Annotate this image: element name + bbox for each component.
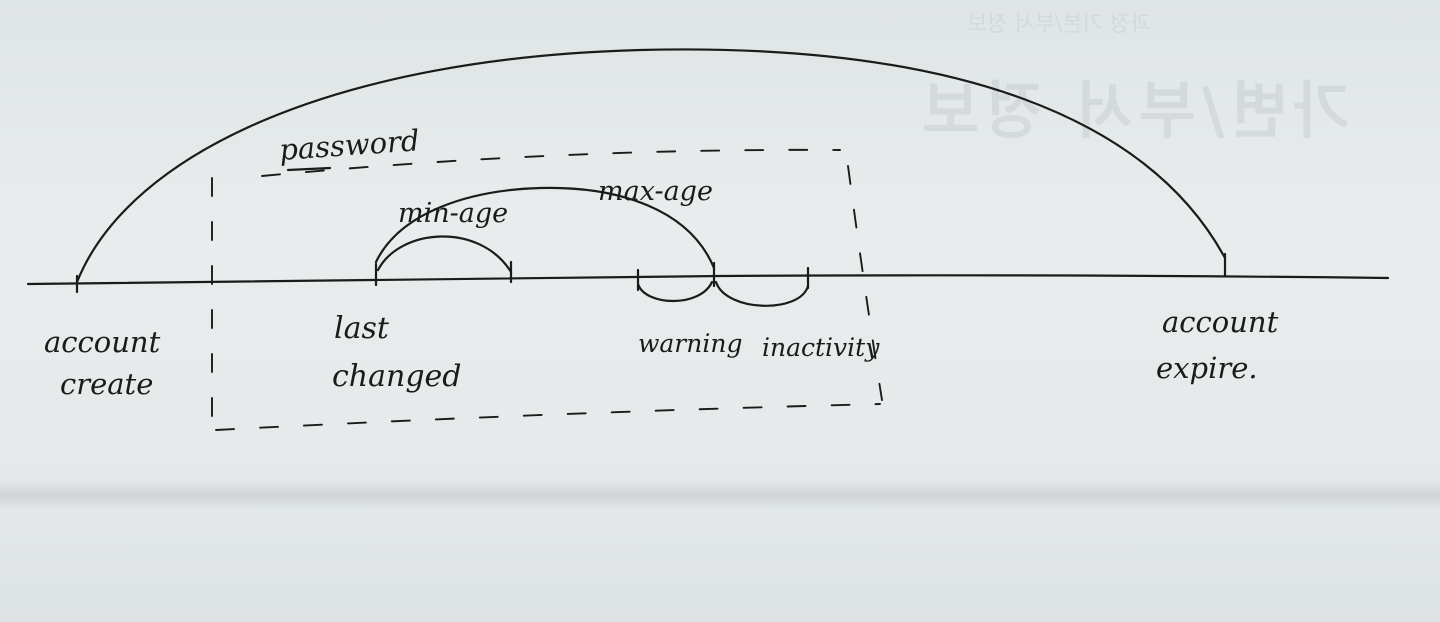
password-label: password xyxy=(278,123,420,167)
password-box-bottom xyxy=(215,403,881,431)
min-age-label: min-age xyxy=(398,198,508,229)
account-create-label-line1: account xyxy=(44,325,161,359)
max-age-arc xyxy=(374,186,716,270)
account-expire-label-line1: account xyxy=(1162,305,1279,339)
min-age-arc xyxy=(376,235,513,274)
max-age-label: max-age xyxy=(598,176,713,207)
last-changed-label-line1: last xyxy=(334,311,390,346)
inactivity-arc xyxy=(714,280,810,307)
account-create-label-line2: create xyxy=(60,367,153,401)
password-box-top xyxy=(261,148,841,177)
password-underline xyxy=(286,166,332,172)
inactivity-label: inactivity xyxy=(762,333,880,362)
account-lifetime-arc xyxy=(75,48,1227,284)
last-changed-label-line2: changed xyxy=(332,359,462,394)
warning-label: warning xyxy=(638,329,742,358)
password-box-right xyxy=(847,165,883,401)
warning-arc xyxy=(636,280,714,302)
timeline-line xyxy=(26,274,1390,286)
account-expire-label-line2: expire. xyxy=(1156,351,1258,385)
